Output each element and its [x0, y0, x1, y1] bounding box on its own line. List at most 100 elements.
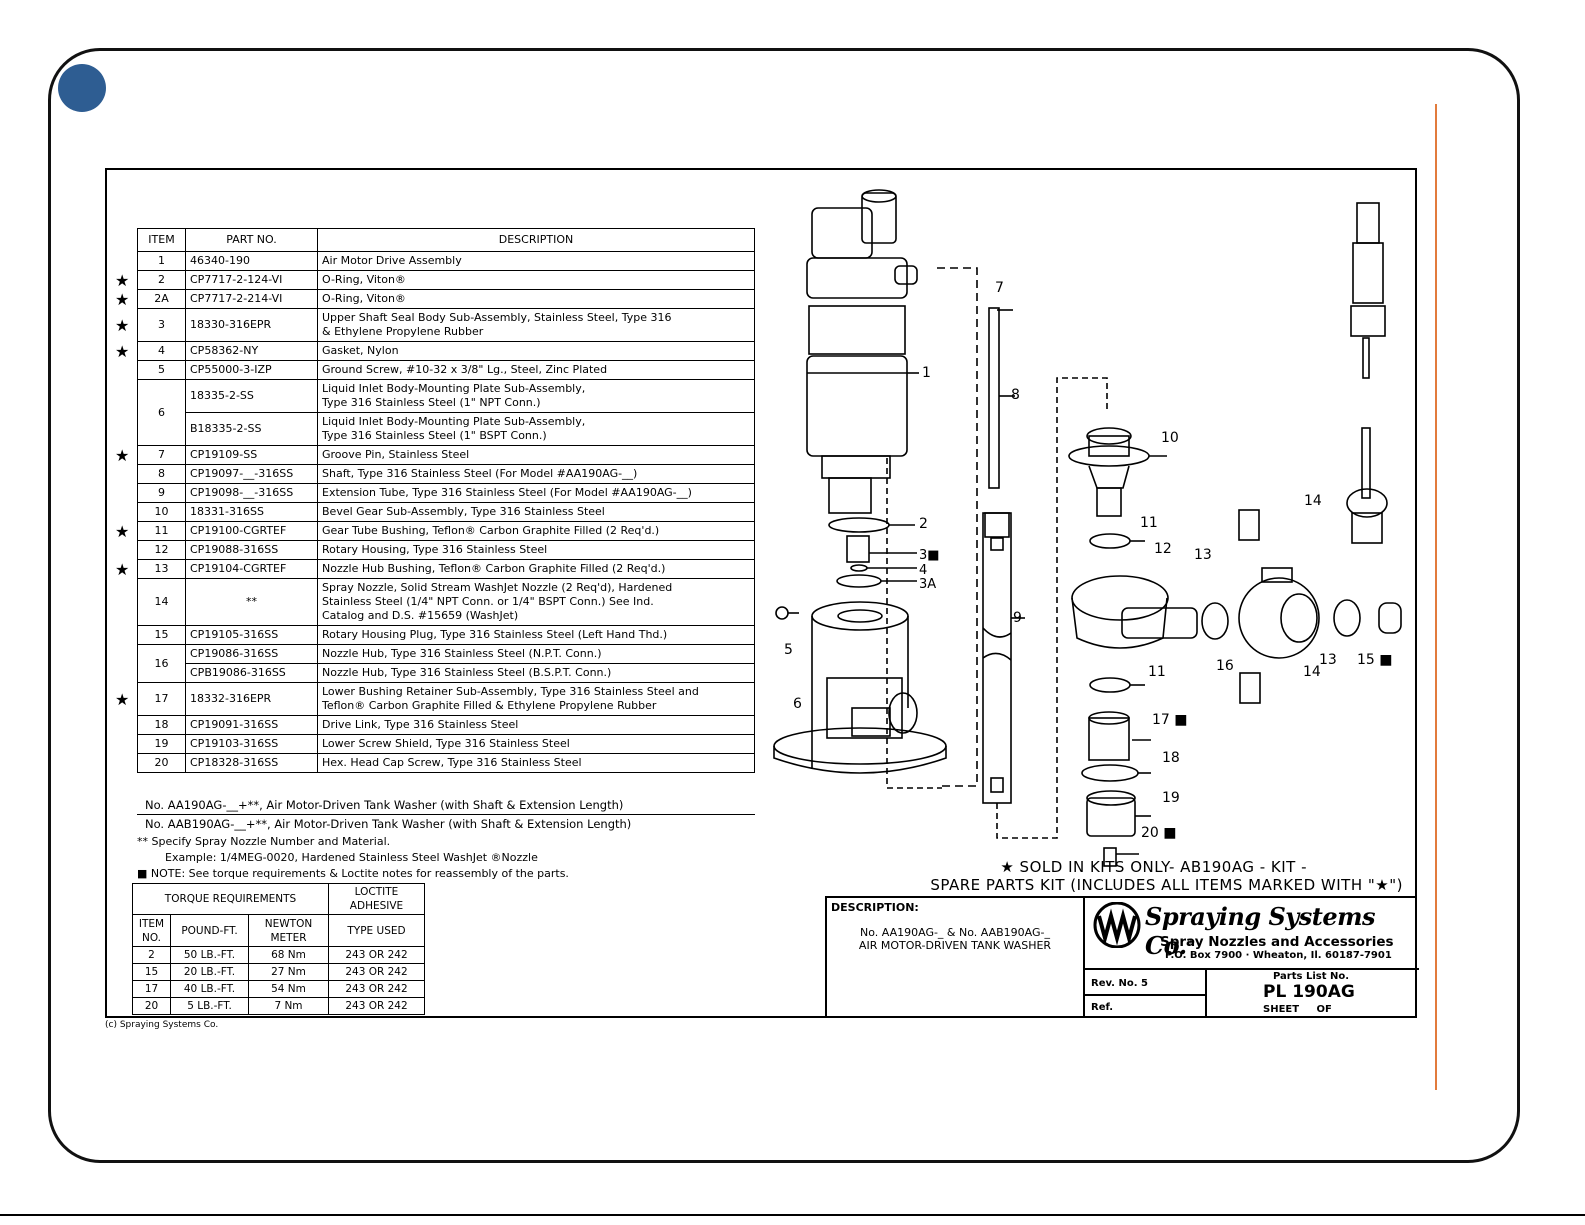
callout-16: 16 — [1216, 658, 1234, 674]
part-number: CP7717-2-124-VI — [185, 270, 318, 290]
rev-no: Rev. No. 5 — [1091, 978, 1148, 989]
part-description: Lower Screw Shield, Type 316 Stainless S… — [317, 734, 755, 754]
rotary-housing — [1071, 575, 1198, 649]
part-number: CP19109-SS — [185, 445, 318, 465]
callout-7: 7 — [995, 280, 1004, 296]
item-number: 2 — [137, 270, 186, 290]
part-description: Bevel Gear Sub-Assembly, Type 316 Stainl… — [317, 502, 755, 522]
part-number: ** — [185, 578, 318, 626]
item-number: 4 — [137, 341, 186, 361]
kit-star-icon: ★ — [115, 560, 130, 579]
torque-newton: 68 Nm — [248, 946, 329, 964]
part-number: CP19098-__-316SS — [185, 483, 318, 503]
callout-19: 19 — [1162, 790, 1180, 806]
torque-item: 15 — [132, 963, 171, 981]
parts-list-label: Parts List No. — [1273, 971, 1350, 982]
kit-star-icon: ★ — [115, 271, 130, 290]
torque-newton: 7 Nm — [248, 997, 329, 1015]
part-number: 18330-316EPR — [185, 308, 318, 342]
kit-star-icon: ★ — [115, 290, 130, 309]
kit-line-1: ★ SOLD IN KITS ONLY- AB190AG - KIT - — [1000, 858, 1307, 876]
part-description: Groove Pin, Stainless Steel — [317, 445, 755, 465]
item-number: 9 — [137, 483, 186, 503]
item-number: 10 — [137, 502, 186, 522]
sheet-label: SHEET OF — [1263, 1004, 1332, 1015]
item-number: 2A — [137, 289, 186, 309]
part-number: CP58362-NY — [185, 341, 318, 361]
torque-newton: 27 Nm — [248, 963, 329, 981]
torque-type: 243 OR 242 — [328, 997, 425, 1015]
part-number: CP19097-__-316SS — [185, 464, 318, 484]
assembled-view — [1346, 202, 1388, 544]
kit-star-icon: ★ — [115, 316, 130, 335]
part-description: O-Ring, Viton® — [317, 289, 755, 309]
model-lines: No. AA190AG-__+**, Air Motor-Driven Tank… — [137, 796, 755, 834]
callout-2: 2 — [919, 516, 928, 532]
part-number: CP7717-2-214-VI — [185, 289, 318, 309]
nozzle-hub — [1238, 567, 1320, 659]
part-number: CP19103-316SS — [185, 734, 318, 754]
item-number: 8 — [137, 464, 186, 484]
callout-20: 20 ■ — [1141, 825, 1177, 841]
kit-star-icon: ★ — [115, 342, 130, 361]
item-number: 18 — [137, 715, 186, 735]
title-block: DESCRIPTION: No. AA190AG-_ & No. AAB190A… — [825, 896, 1419, 1018]
torque-pound: 40 LB.-FT. — [170, 980, 249, 998]
part-number: 18332-316EPR — [185, 682, 318, 716]
torque-type: 243 OR 242 — [328, 963, 425, 981]
liquid-inlet-body — [773, 601, 947, 774]
torque-item: 17 — [132, 980, 171, 998]
item-number: 6 — [137, 379, 186, 446]
callout-14a: 14 — [1304, 493, 1322, 509]
description-label: DESCRIPTION: — [831, 901, 919, 914]
callout-14b: 14 — [1303, 664, 1321, 680]
callout-17: 17 ■ — [1152, 712, 1188, 728]
callout-4: 4 — [919, 563, 928, 578]
torque-item: 20 — [132, 997, 171, 1015]
item-number: 1 — [137, 251, 186, 271]
callout-5: 5 — [784, 642, 793, 658]
model-line-aa: No. AA190AG-__+**, Air Motor-Driven Tank… — [137, 796, 755, 815]
loctite-header: LOCTITE ADHESIVE — [328, 883, 425, 915]
part-description: Rotary Housing Plug, Type 316 Stainless … — [317, 625, 755, 645]
company-address: P.O. Box 7900 · Wheaton, Il. 60187-7901 — [1165, 950, 1392, 961]
callout-9: 9 — [1013, 610, 1022, 626]
part-number: CP19088-316SS — [185, 540, 318, 560]
col-item-no: ITEM NO. — [132, 914, 171, 947]
col-type-used: TYPE USED — [328, 914, 425, 947]
item-number: 11 — [137, 521, 186, 541]
callout-15: 15 ■ — [1357, 652, 1393, 668]
title-company-block: Spraying Systems Co.® Spray Nozzles and … — [1085, 898, 1419, 1018]
company-name: Spraying Systems Co.® — [1145, 902, 1376, 960]
item-number: 17 — [137, 682, 186, 716]
callout-18: 18 — [1162, 750, 1180, 766]
part-number: CP19105-316SS — [185, 625, 318, 645]
callout-13a: 13 — [1194, 547, 1212, 563]
part-number: CP55000-3-IZP — [185, 360, 318, 380]
company-logo — [1093, 902, 1141, 948]
item-number: 3 — [137, 308, 186, 342]
torque-type: 243 OR 242 — [328, 946, 425, 964]
part-number: CP18328-316SS — [185, 753, 318, 773]
parts-list-number: PL 190AG — [1263, 982, 1355, 1002]
part-description: Liquid Inlet Body-Mounting Plate Sub-Ass… — [317, 379, 755, 413]
part-description: Drive Link, Type 316 Stainless Steel — [317, 715, 755, 735]
part-description: O-Ring, Viton® — [317, 270, 755, 290]
part-description: Nozzle Hub, Type 316 Stainless Steel (B.… — [317, 663, 755, 683]
model-line-aab: No. AAB190AG-__+**, Air Motor-Driven Tan… — [145, 817, 632, 831]
